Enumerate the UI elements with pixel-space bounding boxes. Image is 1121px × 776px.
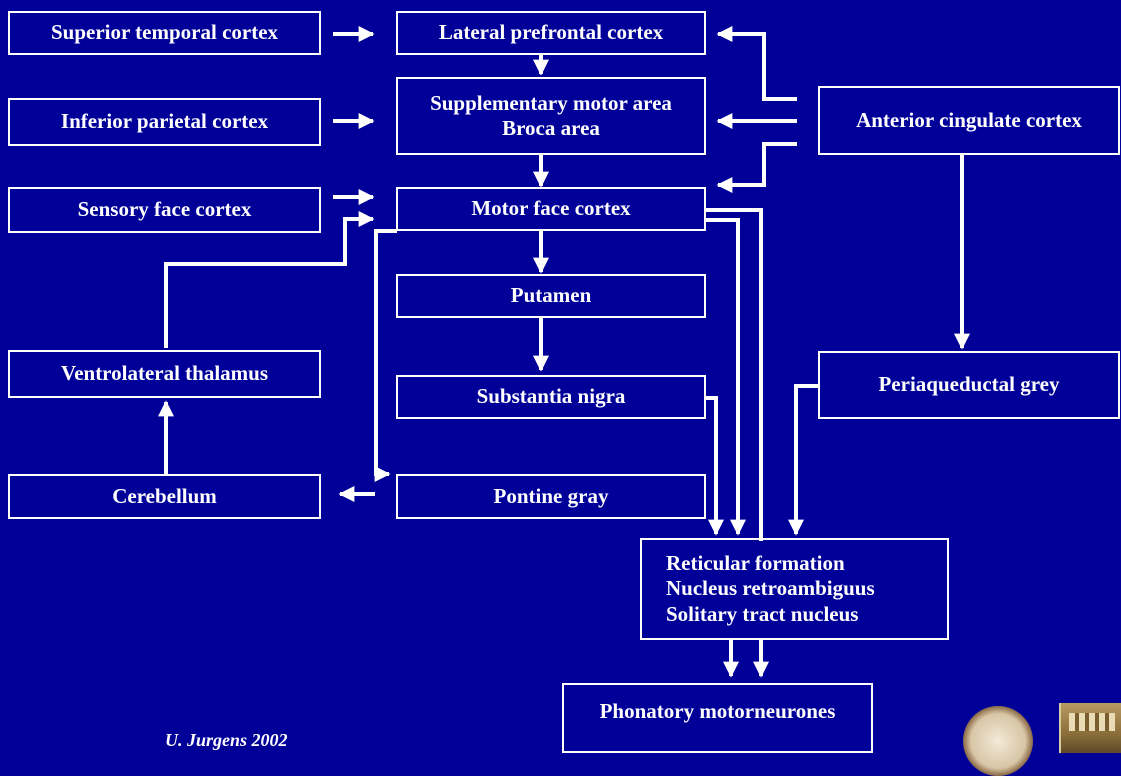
lateral-prefrontal-cortex-label: Lateral prefrontal cortex (438, 20, 664, 45)
putamen-label: Putamen (510, 283, 592, 308)
anterior-cingulate-cortex-box: Anterior cingulate cortex (818, 86, 1120, 155)
arrow-periaqueductal-to-reticular (788, 384, 818, 536)
inferior-parietal-cortex-label: Inferior parietal cortex (60, 109, 269, 134)
cerebellum-box: Cerebellum (8, 474, 321, 519)
pontine-gray-label: Pontine gray (493, 483, 609, 508)
supplementary-motor-area-box: Supplementary motor area Broca area (396, 77, 706, 155)
periaqueductal-grey-label: Periaqueductal grey (878, 372, 1060, 397)
university-seal-logo (963, 706, 1033, 776)
motor-face-cortex-label: Motor face cortex (471, 196, 631, 221)
putamen-box: Putamen (396, 274, 706, 318)
arrow-cingulate-to-motor-face (716, 142, 797, 193)
author-credit: U. Jurgens 2002 (165, 730, 288, 750)
pontine-gray-box: Pontine gray (396, 474, 706, 519)
superior-temporal-cortex-box: Superior temporal cortex (8, 11, 321, 55)
periaqueductal-grey-box: Periaqueductal grey (818, 351, 1120, 419)
building-photo-thumbnail (1059, 703, 1121, 753)
phonatory-motorneurones-label: Phonatory motorneurones (599, 699, 836, 723)
substantia-nigra-label: Substantia nigra (476, 384, 626, 409)
reticular-formation-label: Reticular formation (666, 551, 845, 576)
reticular-formation-box: Reticular formation Nucleus retroambiguu… (640, 538, 949, 640)
broca-area-label: Broca area (502, 116, 600, 140)
inferior-parietal-cortex-box: Inferior parietal cortex (8, 98, 321, 146)
supplementary-motor-area-label: Supplementary motor area (430, 90, 672, 115)
arrow-motor-face-to-phonatory (706, 208, 763, 541)
motor-face-cortex-box: Motor face cortex (396, 187, 706, 231)
anterior-cingulate-cortex-label: Anterior cingulate cortex (856, 107, 1082, 132)
arrow-cingulate-to-lateral-prefrontal (716, 26, 797, 101)
arrow-substantia-nigra-to-reticular (706, 396, 724, 536)
ventrolateral-thalamus-box: Ventrolateral thalamus (8, 350, 321, 398)
arrow-thalamus-to-motor-face (164, 211, 375, 348)
superior-temporal-cortex-label: Superior temporal cortex (50, 20, 279, 45)
solitary-tract-nucleus-label: Solitary tract nucleus (666, 601, 859, 626)
nucleus-retroambiguus-label: Nucleus retroambiguus (666, 576, 875, 601)
lateral-prefrontal-cortex-box: Lateral prefrontal cortex (396, 11, 706, 55)
connector-layer (158, 26, 970, 678)
cerebellum-label: Cerebellum (112, 483, 217, 508)
sensory-face-cortex-box: Sensory face cortex (8, 187, 321, 233)
phonatory-motorneurones-box: Phonatory motorneurones (562, 683, 873, 753)
arrow-motor-face-to-reticular-1 (706, 218, 746, 536)
sensory-face-cortex-label: Sensory face cortex (77, 197, 252, 222)
ventrolateral-thalamus-label: Ventrolateral thalamus (60, 361, 269, 386)
substantia-nigra-box: Substantia nigra (396, 375, 706, 419)
arrow-motor-face-to-pontine (374, 229, 397, 482)
